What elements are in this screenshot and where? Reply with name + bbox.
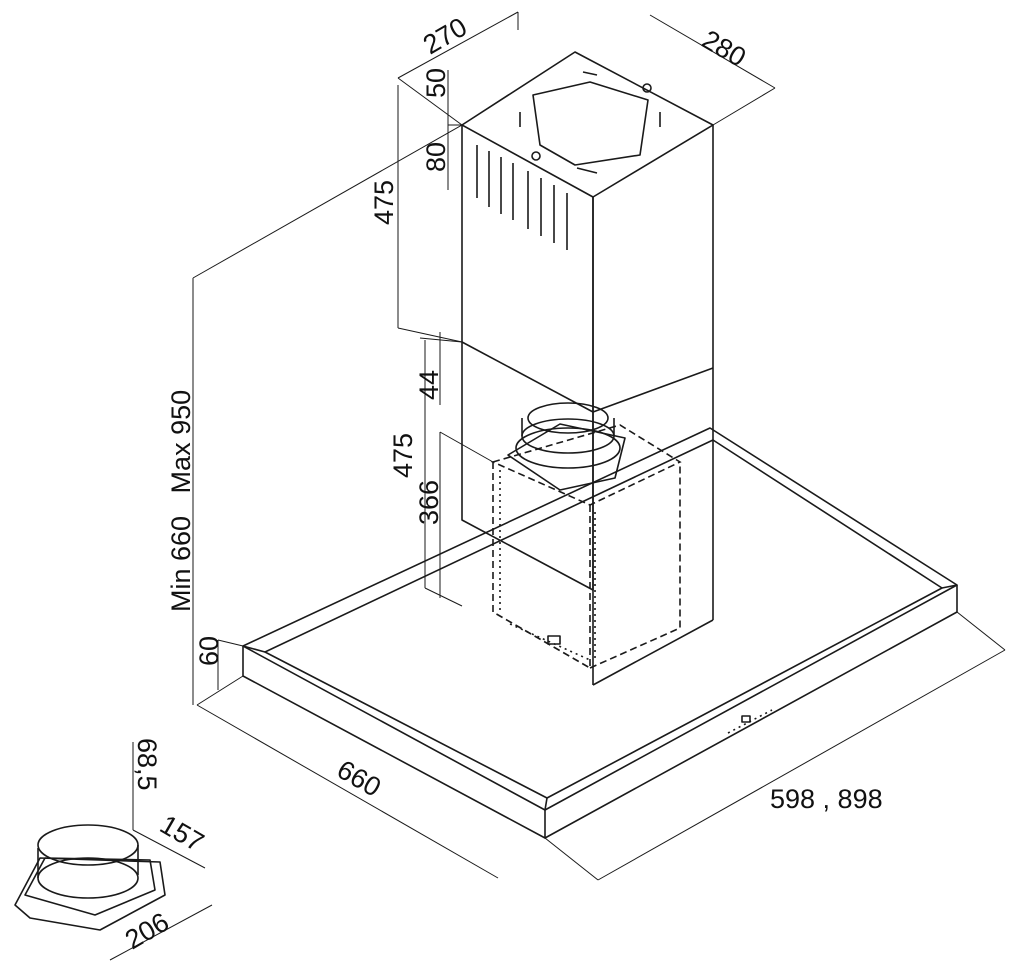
mounting-plate <box>519 71 661 174</box>
dim-hood-thickness: 60 <box>194 636 224 666</box>
motor-box <box>490 402 682 670</box>
control-panel <box>727 709 773 734</box>
motor-collar <box>507 402 626 491</box>
dim-hood-widths: 598 , 898 <box>770 784 883 814</box>
dim-chimney-depth: 270 <box>418 12 472 61</box>
duct-adapter <box>14 742 213 961</box>
dim-total-height: Min 660 Max 950 <box>166 390 196 612</box>
dimension-lines <box>192 11 1006 881</box>
dim-motor-height: 366 <box>414 480 444 525</box>
dim-upper-chimney: 475 <box>369 180 399 225</box>
dim-adapter-height: 68,5 <box>132 738 162 791</box>
dim-lower-chimney: 475 <box>388 433 418 478</box>
dim-chimney-width: 280 <box>697 24 751 73</box>
hood-canopy <box>242 427 958 839</box>
dim-vent-height: 80 <box>421 142 451 172</box>
dim-top-offset: 50 <box>421 68 451 98</box>
dim-hood-depth: 660 <box>332 754 386 803</box>
vent-slots <box>476 145 568 250</box>
dim-overlap: 44 <box>414 370 444 400</box>
dim-adapter-inner: 157 <box>155 809 209 858</box>
